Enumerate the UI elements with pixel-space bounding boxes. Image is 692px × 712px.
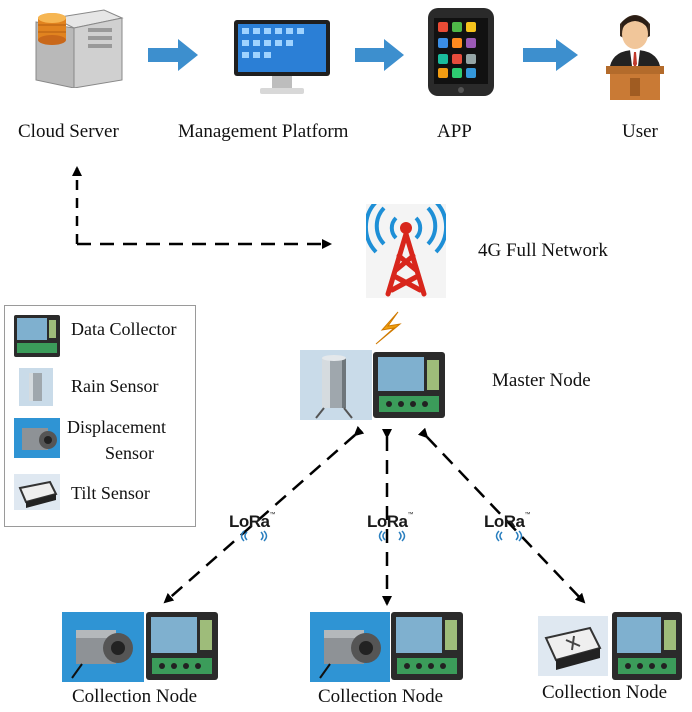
- legend-rain-sensor-label: Rain Sensor: [71, 376, 159, 396]
- data-collector-image: [373, 352, 445, 418]
- master-node-label: Master Node: [492, 370, 591, 391]
- cell-tower-icon: [366, 204, 446, 298]
- collection-node-1-data-collector: [146, 612, 218, 680]
- user-label: User: [622, 121, 658, 142]
- collection-node-2-label: Collection Node: [318, 686, 444, 707]
- wireless-bolt-icon: [375, 311, 402, 345]
- phone-icon: [428, 8, 494, 96]
- network-label: 4G Full Network: [478, 240, 608, 261]
- monitor-icon: [234, 20, 330, 94]
- link-right: [417, 427, 586, 604]
- collection-node-3-label: Collection Node: [542, 682, 668, 703]
- lora-badge-center: LoRa™: [367, 512, 413, 542]
- server-icon: [35, 9, 124, 88]
- collection-node-2-displacement-sensor: [310, 612, 390, 682]
- legend-tilt-sensor-label: Tilt Sensor: [71, 483, 150, 503]
- rain-sensor-image: [300, 350, 372, 420]
- legend-tilt-sensor-icon: [14, 474, 60, 510]
- user-icon: [606, 15, 664, 100]
- lora-signal-icon: [240, 530, 268, 542]
- lora-text-center: LoRa: [367, 512, 408, 531]
- legend-data-collector-label: Data Collector: [71, 319, 177, 339]
- collection-node-2-data-collector: [391, 612, 463, 680]
- collection-node-1-label: Collection Node: [72, 686, 198, 707]
- lora-badge-right: LoRa™: [484, 512, 530, 542]
- management-platform-label: Management Platform: [178, 121, 349, 142]
- lora-signal-icon: [495, 530, 523, 542]
- legend: Data Collector Rain Sensor Displacement …: [4, 305, 196, 527]
- collection-node-3-data-collector: [612, 612, 682, 680]
- legend-displacement-label-line1: Displacement: [67, 417, 166, 437]
- flow-arrow-1: [148, 39, 198, 71]
- legend-displacement-label-line2: Sensor: [105, 443, 154, 463]
- lora-text-left: LoRa: [229, 512, 270, 531]
- link-left: [163, 425, 365, 604]
- legend-data-collector-icon: [14, 315, 60, 357]
- collection-node-3-tilt-sensor: [538, 616, 608, 676]
- app-label: APP: [437, 121, 472, 142]
- flow-arrow-2: [355, 39, 404, 71]
- lora-signal-icon: [378, 530, 406, 542]
- lora-text-right: LoRa: [484, 512, 525, 531]
- legend-displacement-sensor-icon: [14, 418, 60, 458]
- collection-node-1-displacement-sensor: [62, 612, 144, 682]
- cloud-server-label: Cloud Server: [18, 121, 119, 142]
- lora-badge-left: LoRa™: [229, 512, 275, 542]
- flow-arrow-3: [523, 39, 578, 71]
- legend-rain-sensor-icon: [19, 368, 53, 406]
